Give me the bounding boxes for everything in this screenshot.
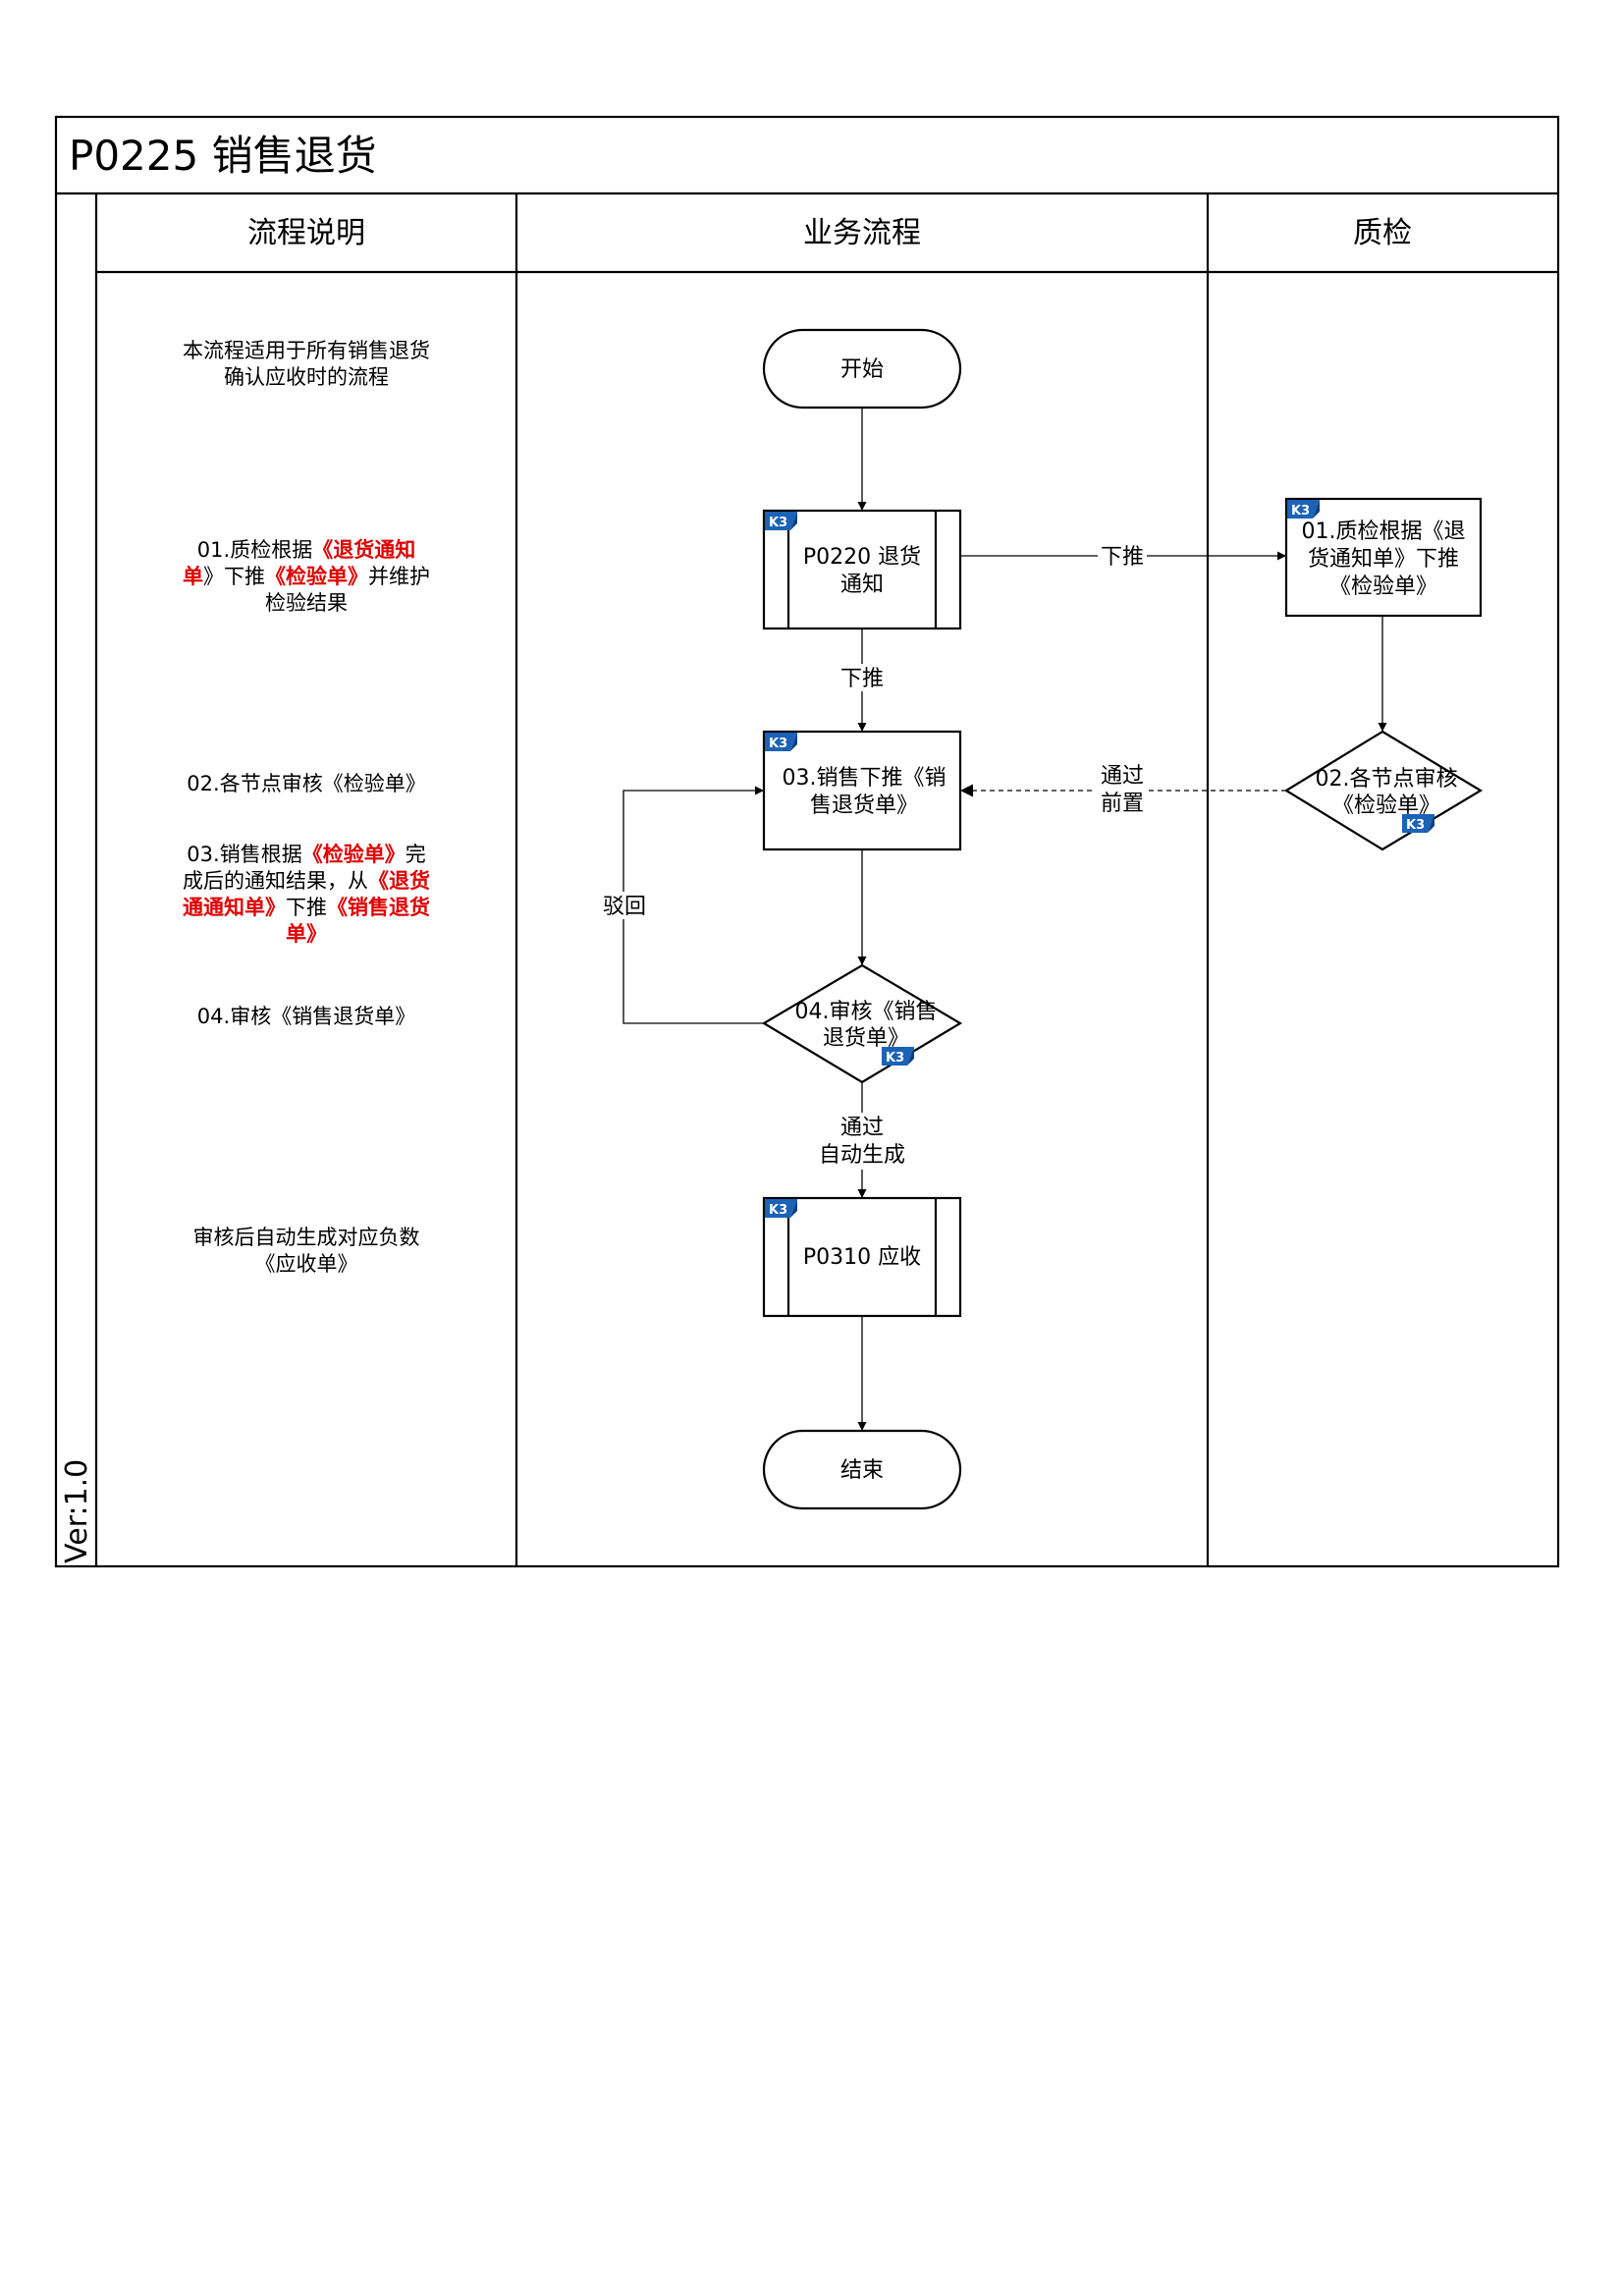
k3-badge-icon: K3 — [765, 733, 797, 751]
description-line: 04.审核《销售退货单》 — [197, 1005, 415, 1028]
end-node-label: 结束 — [840, 1458, 884, 1483]
edge-label-pass-auto-2: 自动生成 — [819, 1143, 905, 1168]
description-segment: 审核后自动生成对应负数 — [193, 1226, 420, 1249]
description-segment: 02.各节点审核《检验单》 — [187, 772, 425, 795]
start-node-label: 开始 — [840, 357, 884, 382]
k3-badge-icon: K3 — [882, 1047, 914, 1066]
description-block: 审核后自动生成对应负数《应收单》 — [193, 1226, 420, 1276]
description-highlight: 《检验单》 — [302, 843, 406, 866]
edge-label-pass-auto-1: 通过 — [840, 1116, 884, 1140]
description-segment: 并维护 — [368, 565, 430, 588]
description-highlight: 通通知单》 — [183, 896, 286, 919]
description-highlight: 单》 — [286, 922, 327, 946]
description-segment: 01.质检根据 — [197, 538, 312, 562]
description-segment: 04.审核《销售退货单》 — [197, 1005, 415, 1028]
k3-badge-icon: K3 — [765, 512, 797, 530]
description-lane: 本流程适用于所有销售退货确认应收时的流程01.质检根据《退货通知单》下推《检验单… — [183, 339, 430, 1276]
edge-label-reject: 驳回 — [603, 895, 646, 919]
sales-audit-label-2: 退货单》 — [823, 1026, 909, 1051]
edge-label-pass: 通过 — [1101, 764, 1144, 789]
description-highlight: 单 — [183, 565, 203, 588]
column-header-qc: 质检 — [1353, 216, 1412, 250]
description-line: 审核后自动生成对应负数 — [193, 1226, 420, 1249]
description-segment: 下推 — [286, 896, 327, 919]
svg-text:K3: K3 — [769, 516, 787, 530]
description-segment: 完 — [406, 843, 426, 866]
description-segment: 检验结果 — [265, 591, 348, 615]
qc-audit-decision-node: 02.各节点审核 《检验单》 — [1283, 730, 1484, 851]
sales-push-node: 03.销售下推《销 售退货单》 — [762, 730, 962, 851]
description-segment: 本流程适用于所有销售退货 — [183, 339, 430, 362]
description-segment: 成后的通知结果，从 — [183, 869, 368, 893]
version-label: Ver:1.0 — [60, 1459, 94, 1563]
receivable-label: P0310 应收 — [803, 1245, 921, 1270]
qc-push-label-3: 《检验单》 — [1329, 574, 1437, 599]
diagram-title: P0225 销售退货 — [69, 132, 377, 180]
description-line: 通通知单》下推《销售退货 — [183, 896, 430, 919]
description-line: 成后的通知结果，从《退货 — [183, 869, 430, 893]
svg-text:K3: K3 — [886, 1051, 904, 1066]
description-segment: 《应收单》 — [255, 1252, 358, 1276]
description-segment: 确认应收时的流程 — [224, 365, 389, 389]
sales-push-label-2: 售退货单》 — [810, 793, 918, 818]
description-line: 《应收单》 — [255, 1252, 358, 1276]
edge-label-pre: 前置 — [1101, 792, 1144, 816]
description-line: 单》 — [286, 922, 327, 946]
description-line: 单》下推《检验单》并维护 — [183, 565, 430, 588]
description-highlight: 《退货 — [368, 869, 430, 893]
edge-label-push-down: 下推 — [840, 667, 884, 691]
svg-text:K3: K3 — [769, 737, 787, 751]
description-line: 01.质检根据《退货通知 — [197, 538, 415, 562]
description-line: 03.销售根据《检验单》完 — [187, 843, 425, 866]
sales-push-label-1: 03.销售下推《销 — [783, 766, 947, 791]
column-header-process: 业务流程 — [803, 216, 921, 250]
svg-text:K3: K3 — [1291, 504, 1310, 519]
qc-push-label-1: 01.质检根据《退 — [1302, 519, 1466, 544]
description-highlight: 《退货通知 — [312, 538, 415, 562]
qc-audit-label-2: 《检验单》 — [1332, 793, 1440, 818]
notice-label-2: 通知 — [840, 573, 884, 597]
description-block: 02.各节点审核《检验单》 — [187, 772, 425, 795]
start-node: 开始 — [762, 328, 962, 410]
description-segment: 03.销售根据 — [187, 843, 301, 866]
description-line: 检验结果 — [265, 591, 348, 615]
svg-text:K3: K3 — [1406, 818, 1425, 833]
qc-audit-label-1: 02.各节点审核 — [1316, 767, 1458, 792]
receivable-subprocess-node: P0310 应收 — [762, 1196, 962, 1318]
k3-badge-icon: K3 — [1287, 500, 1320, 519]
end-node: 结束 — [762, 1429, 962, 1510]
diagram-frame — [54, 115, 1560, 1568]
sales-audit-decision-node: 04.审核《销售 退货单》 — [761, 963, 963, 1084]
k3-badge-icon: K3 — [1402, 814, 1434, 833]
qc-push-label-2: 货通知单》下推 — [1308, 547, 1459, 572]
qc-push-node: 01.质检根据《退 货通知单》下推 《检验单》 — [1284, 497, 1483, 618]
description-block: 04.审核《销售退货单》 — [197, 1005, 415, 1028]
column-header-description: 流程说明 — [247, 216, 365, 250]
notice-subprocess-node: P0220 退货 通知 — [762, 509, 962, 630]
description-highlight: 《检验单》 — [265, 565, 368, 588]
sales-audit-label-1: 04.审核《销售 — [795, 1000, 938, 1024]
description-line: 本流程适用于所有销售退货 — [183, 339, 430, 362]
description-segment: 》下推 — [203, 565, 265, 588]
description-line: 02.各节点审核《检验单》 — [187, 772, 425, 795]
k3-badge-icon: K3 — [765, 1199, 797, 1218]
description-line: 确认应收时的流程 — [224, 365, 389, 389]
notice-label-1: P0220 退货 — [803, 545, 921, 570]
edge-label-push-right: 下推 — [1101, 545, 1144, 570]
svg-text:K3: K3 — [769, 1203, 787, 1218]
description-highlight: 《销售退货 — [327, 896, 430, 919]
